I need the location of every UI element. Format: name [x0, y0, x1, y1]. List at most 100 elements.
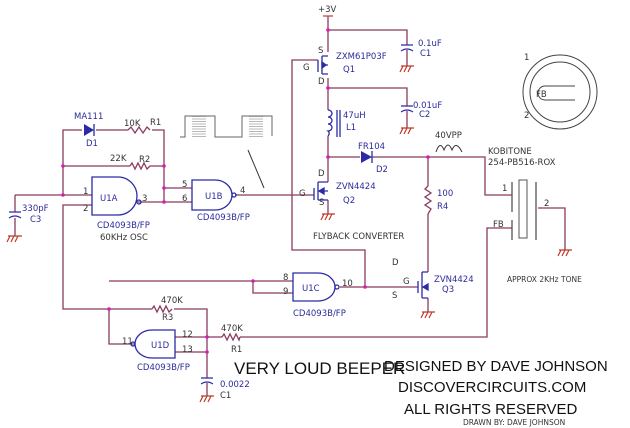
- site: DISCOVERCIRCUITS.COM: [398, 379, 586, 396]
- diode-d1: [84, 124, 95, 136]
- r3-value: 470K: [161, 296, 183, 306]
- capacitor-c2: [400, 105, 414, 113]
- q2-ref: Q2: [343, 196, 355, 206]
- nand-gate-u1d: [130, 329, 176, 359]
- mosfet-q2: [313, 181, 328, 201]
- q3-d: D: [392, 258, 399, 268]
- u1b-pin6: 6: [182, 194, 187, 204]
- l1-value: 47uH: [343, 111, 366, 121]
- piezo-maker: KOBITONE: [488, 147, 532, 157]
- c2-value: 0.01uF: [413, 101, 442, 111]
- u1d-ref: U1D: [151, 341, 170, 351]
- designed-by: DESIGNED BY DAVE JOHNSON: [384, 358, 608, 375]
- d1-ref: D1: [86, 139, 98, 149]
- page-title: VERY LOUD BEEPER: [234, 359, 405, 378]
- resistor-r2: [129, 161, 151, 171]
- q2-part: ZVN4424: [336, 182, 376, 192]
- r4-ref: R4: [437, 202, 448, 212]
- resistor-r3: [151, 304, 173, 314]
- piezo-element: [511, 179, 537, 240]
- c1-bottom-value: 0.0022: [220, 380, 250, 390]
- u1a-note: 60KHz OSC: [100, 233, 148, 243]
- u1d-pin13: 13: [182, 345, 193, 355]
- resistor-r4: [423, 185, 433, 215]
- resistor-r1-osc: [127, 125, 151, 135]
- u1c-pin10: 10: [342, 279, 353, 289]
- q3-ref: Q3: [442, 285, 454, 295]
- capacitor-c1-bottom: [200, 377, 214, 385]
- flyback-label: FLYBACK CONVERTER: [313, 232, 404, 242]
- q2-g: G: [299, 189, 306, 199]
- r1-fb-ref: R1: [231, 345, 242, 355]
- piezo-pin1: 1: [502, 184, 507, 194]
- d2-ref: D2: [376, 165, 388, 175]
- c1-top-ref: C1: [420, 49, 431, 59]
- u1c-pin8: 8: [283, 273, 288, 283]
- q2-s: S: [319, 198, 324, 208]
- footprint-pin1: 1: [524, 53, 529, 63]
- r3-ref: R3: [162, 313, 173, 323]
- nand-gate-u1c: [292, 272, 340, 302]
- u1c-part: CD4093B/FP: [293, 309, 346, 319]
- footprint-fb: FB: [536, 90, 547, 100]
- q1-d: D: [318, 77, 325, 87]
- u1a-pin1: 1: [83, 187, 88, 197]
- u1b-pin5: 5: [182, 180, 187, 190]
- mosfet-q1: [317, 55, 328, 75]
- q2-d: D: [318, 169, 325, 179]
- supply-label: +3V: [318, 5, 337, 15]
- drawn-by: DRAWN BY: DAVE JOHNSON: [463, 418, 565, 427]
- u1d-part: CD4093B/FP: [137, 363, 190, 373]
- u1b-ref: U1B: [205, 192, 223, 202]
- junctions: [61, 28, 430, 354]
- r1-fb-value: 470K: [221, 324, 243, 334]
- c3-ref: C3: [30, 215, 41, 225]
- u1c-pin9: 9: [283, 287, 288, 297]
- r2-ref: R2: [139, 155, 150, 165]
- rights: ALL RIGHTS RESERVED: [404, 401, 578, 418]
- c1-top-value: 0.1uF: [418, 39, 442, 49]
- q1-ref: Q1: [343, 65, 355, 75]
- u1d-pin11: 11: [122, 337, 133, 347]
- u1d-pin12: 12: [182, 330, 193, 340]
- capacitor-c3: [8, 211, 22, 219]
- resistor-r1-fb: [221, 332, 241, 342]
- u1a-ref: U1A: [100, 194, 118, 204]
- u1a-pin3: 3: [142, 194, 147, 204]
- r4-value: 100: [437, 189, 453, 199]
- c1-bottom-ref: C1: [220, 391, 231, 401]
- c2-ref: C2: [419, 110, 430, 120]
- vpp-label: 40VPP: [435, 131, 462, 141]
- r1-osc-value: 10K: [124, 119, 141, 129]
- tone-note: APPROX 2KHz TONE: [507, 275, 582, 284]
- nand-gate-u1b: [191, 179, 237, 211]
- c3-value: 330pF: [22, 204, 49, 214]
- r2-value: 22K: [110, 154, 127, 164]
- piezo-part: 254-PB516-ROX: [488, 158, 556, 168]
- q1-s: S: [318, 46, 323, 56]
- q1-part: ZXM61P03F: [336, 52, 387, 62]
- nand-gate-u1a: [91, 176, 142, 216]
- diode-d2: [361, 151, 373, 163]
- footprint-pin2: 2: [524, 111, 529, 121]
- capacitor-c1-top: [400, 44, 414, 52]
- wires: [14, 15, 566, 396]
- u1a-part: CD4093B/FP: [97, 221, 150, 231]
- mosfet-q3: [417, 271, 429, 299]
- piezo-footprint: [522, 54, 598, 130]
- piezo-pin2: 2: [544, 199, 549, 209]
- l1-ref: L1: [346, 123, 356, 133]
- d2-value: FR104: [358, 142, 385, 152]
- q3-part: ZVN4424: [434, 275, 474, 285]
- u1c-ref: U1C: [302, 284, 320, 294]
- ground-symbols: [6, 65, 572, 403]
- u1a-pin2: 2: [83, 204, 88, 214]
- q3-s: S: [392, 291, 397, 301]
- piezo-fb: FB: [493, 220, 504, 230]
- r1-osc-ref: R1: [150, 118, 161, 128]
- u1b-pin4: 4: [240, 186, 245, 196]
- inductor-l1: [326, 109, 341, 137]
- q1-g: G: [303, 63, 310, 73]
- u1b-part: CD4093B/FP: [197, 213, 250, 223]
